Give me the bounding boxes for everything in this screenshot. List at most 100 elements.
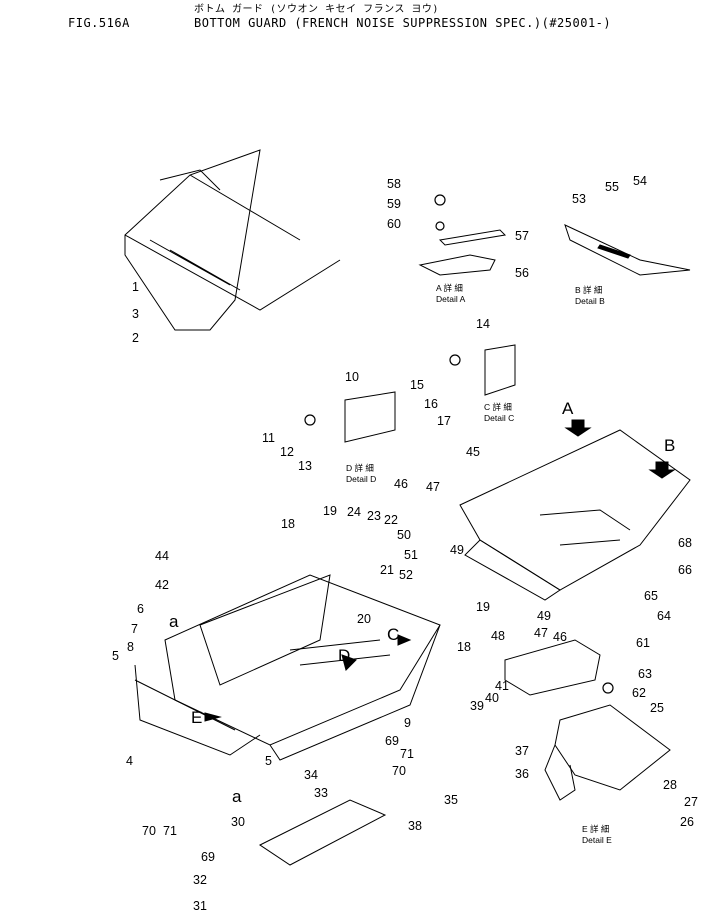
detail-b-jp: B 詳 細 — [575, 285, 602, 295]
callout-9: 9 — [404, 716, 411, 730]
callout-56: 56 — [515, 266, 529, 280]
callout-50: 50 — [397, 528, 411, 542]
callout-40: 40 — [485, 691, 499, 705]
callout-66: 66 — [678, 563, 692, 577]
callout-49-top: 49 — [450, 543, 464, 557]
callout-14: 14 — [476, 317, 490, 331]
callout-42: 42 — [155, 578, 169, 592]
callout-48: 48 — [491, 629, 505, 643]
callout-15: 15 — [410, 378, 424, 392]
detail-a-parts — [418, 194, 507, 276]
callout-19-top: 19 — [323, 504, 337, 518]
callout-65: 65 — [644, 589, 658, 603]
callout-46-top: 46 — [394, 477, 408, 491]
tow-hook-detail-e — [544, 704, 671, 801]
callout-49-bottom: 49 — [537, 609, 551, 623]
view-letter-e: E — [191, 708, 202, 727]
callout-35: 35 — [444, 793, 458, 807]
detail-captions: A 詳 細 Detail A B 詳 細 Detail B C 詳 細 Deta… — [346, 283, 612, 845]
callout-33: 33 — [314, 786, 328, 800]
detail-a-jp: A 詳 細 — [436, 283, 463, 293]
callout-59: 59 — [387, 197, 401, 211]
callout-28: 28 — [663, 778, 677, 792]
callout-38: 38 — [408, 819, 422, 833]
callout-71-left: 71 — [163, 824, 177, 838]
callout-5-right: 5 — [265, 754, 272, 768]
callout-31: 31 — [193, 899, 207, 911]
view-letter-a-lower-1: a — [169, 612, 179, 631]
detail-b-en: Detail B — [575, 296, 605, 306]
callout-53: 53 — [572, 192, 586, 206]
callout-26: 26 — [680, 815, 694, 829]
callout-20: 20 — [357, 612, 371, 626]
callout-36: 36 — [515, 767, 529, 781]
callout-41: 41 — [495, 679, 509, 693]
callout-52: 52 — [399, 568, 413, 582]
callout-70-left: 70 — [142, 824, 156, 838]
view-arrows — [204, 419, 676, 722]
callout-1: 1 — [132, 280, 139, 294]
detail-e-en: Detail E — [582, 835, 612, 845]
detail-e-jp: E 詳 細 — [582, 824, 609, 834]
detail-c-parts — [449, 344, 516, 396]
callout-64: 64 — [657, 609, 671, 623]
callout-25: 25 — [650, 701, 664, 715]
callout-24: 24 — [347, 505, 361, 519]
view-letter-c: C — [387, 625, 399, 644]
callout-30: 30 — [231, 815, 245, 829]
main-guard-assembly — [134, 574, 441, 761]
callout-12: 12 — [280, 445, 294, 459]
callout-22: 22 — [384, 513, 398, 527]
detail-d-jp: D 詳 細 — [346, 463, 374, 473]
view-letter-b: B — [664, 436, 675, 455]
callout-70-center: 70 — [392, 764, 406, 778]
callout-55: 55 — [605, 180, 619, 194]
callout-69-left: 69 — [201, 850, 215, 864]
view-letter-a-upper: A — [562, 399, 574, 418]
detail-c-en: Detail C — [484, 413, 514, 423]
detail-a-en: Detail A — [436, 294, 466, 304]
callout-16: 16 — [424, 397, 438, 411]
callout-47-top: 47 — [426, 480, 440, 494]
callout-27: 27 — [684, 795, 698, 809]
rear-guard-assembly — [459, 429, 691, 601]
callout-58: 58 — [387, 177, 401, 191]
callout-63: 63 — [638, 667, 652, 681]
callout-numbers: 58 59 60 57 56 55 54 53 1 3 2 14 15 16 1… — [112, 174, 698, 911]
callout-61: 61 — [636, 636, 650, 650]
page-title: BOTTOM GUARD (FRENCH NOISE SUPPRESSION S… — [194, 16, 612, 30]
callout-69-center: 69 — [385, 734, 399, 748]
callout-44: 44 — [155, 549, 169, 563]
callout-23: 23 — [367, 509, 381, 523]
callout-6: 6 — [137, 602, 144, 616]
callout-60: 60 — [387, 217, 401, 231]
frame-drawing — [124, 149, 341, 331]
callout-18-bottom: 18 — [457, 640, 471, 654]
detail-c-jp: C 詳 細 — [484, 402, 512, 412]
callout-39: 39 — [470, 699, 484, 713]
callout-21: 21 — [380, 563, 394, 577]
callout-32: 32 — [193, 873, 207, 887]
detail-b-parts — [564, 224, 691, 276]
callout-3: 3 — [132, 307, 139, 321]
callout-71-center: 71 — [400, 747, 414, 761]
callout-47-bottom: 47 — [534, 626, 548, 640]
callout-34: 34 — [304, 768, 318, 782]
callout-5-left: 5 — [112, 649, 119, 663]
callout-11: 11 — [262, 431, 275, 445]
callout-7: 7 — [131, 622, 138, 636]
lower-cover-30 — [259, 799, 387, 866]
callout-62: 62 — [632, 686, 646, 700]
callout-51: 51 — [404, 548, 418, 562]
callout-17: 17 — [437, 414, 451, 428]
callout-2: 2 — [132, 331, 139, 345]
figure-number: FIG.516A — [68, 16, 130, 30]
callout-46-bottom: 46 — [553, 630, 567, 644]
callout-18-top: 18 — [281, 517, 295, 531]
callout-57: 57 — [515, 229, 529, 243]
callout-37: 37 — [515, 744, 529, 758]
callout-54: 54 — [633, 174, 647, 188]
callout-68: 68 — [678, 536, 692, 550]
detail-d-en: Detail D — [346, 474, 376, 484]
